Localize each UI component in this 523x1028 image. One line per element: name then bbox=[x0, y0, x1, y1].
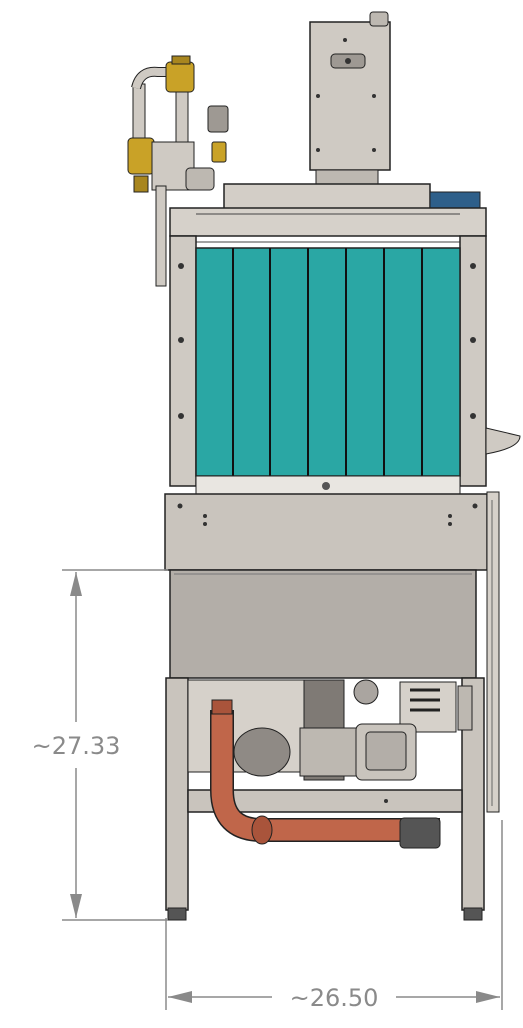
hood-top bbox=[169, 183, 487, 243]
pump-assembly bbox=[187, 679, 473, 781]
stand-frame bbox=[165, 677, 485, 921]
inlet-plumbing bbox=[127, 55, 229, 287]
wash-chamber bbox=[169, 235, 521, 495]
drain-pipe bbox=[210, 699, 441, 849]
height-dimension bbox=[62, 569, 168, 921]
width-dimension bbox=[165, 820, 503, 1010]
control-box bbox=[309, 11, 391, 185]
width-dimension-label: ~26.50 bbox=[290, 984, 379, 1012]
height-dimension-label: ~27.33 bbox=[32, 732, 121, 760]
lower-cabinet bbox=[164, 491, 500, 813]
